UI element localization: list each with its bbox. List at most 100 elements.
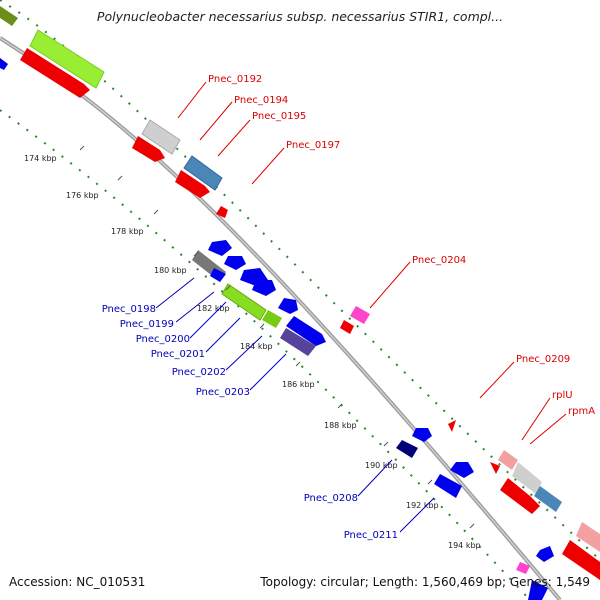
- gene-label-pnec-0200[interactable]: Pnec_0200: [136, 334, 190, 345]
- forward-gene: [562, 540, 600, 580]
- callout-line: [189, 301, 227, 339]
- reverse-gene: [278, 298, 298, 314]
- gene-label-pnec-0195[interactable]: Pnec_0195: [252, 111, 306, 122]
- reverse-gene: [450, 462, 474, 478]
- forward-gene: [576, 522, 600, 552]
- scale-label-194: 194 kbp: [448, 541, 481, 550]
- gene-label-pnec-0201[interactable]: Pnec_0201: [151, 349, 205, 360]
- forward-gene: [512, 462, 542, 494]
- reverse-gene-group: [0, 58, 554, 600]
- gene-label-pnec-0199[interactable]: Pnec_0199: [120, 319, 174, 330]
- reverse-gene: [224, 256, 246, 270]
- gene-label-pnec-0202[interactable]: Pnec_0202: [172, 367, 226, 378]
- callout-line: [199, 101, 233, 141]
- forward-gene: [500, 478, 540, 514]
- forward-callout-group: [177, 81, 567, 445]
- reverse-gene: [262, 310, 282, 328]
- forward-gene: [534, 486, 562, 512]
- forward-gene-group: [0, 6, 600, 580]
- reverse-gene: [516, 562, 530, 574]
- scale-tick: [337, 403, 343, 409]
- scale-label-184: 184 kbp: [240, 342, 273, 351]
- forward-gene: [141, 119, 181, 155]
- scale-tick-group: [79, 145, 475, 529]
- scale-label-186: 186 kbp: [282, 380, 315, 389]
- scale-label-190: 190 kbp: [365, 461, 398, 470]
- scale-tick: [383, 441, 389, 447]
- inner-dotted-track: [0, 109, 531, 600]
- genome-summary: Topology: circular; Length: 1,560,469 bp…: [260, 575, 590, 589]
- callout-line: [479, 361, 515, 399]
- scale-label-174: 174 kbp: [24, 154, 57, 163]
- gene-label-pnec-0208[interactable]: Pnec_0208: [304, 493, 358, 504]
- forward-gene: [0, 6, 18, 26]
- gene-label-rplu[interactable]: rplU: [552, 390, 573, 401]
- forward-gene: [183, 155, 223, 191]
- scale-label-192: 192 kbp: [406, 501, 439, 510]
- scale-tick: [153, 209, 159, 215]
- scale-label-180: 180 kbp: [154, 266, 187, 275]
- callout-line: [251, 147, 285, 185]
- reverse-gene: [210, 268, 226, 282]
- callout-line: [175, 291, 215, 323]
- forward-gene: [490, 462, 500, 474]
- gene-label-rpma[interactable]: rpmA: [568, 406, 595, 417]
- scale-tick: [193, 251, 199, 257]
- gene-label-pnec-0194[interactable]: Pnec_0194: [234, 95, 288, 106]
- callout-line: [205, 317, 241, 353]
- forward-gene: [132, 136, 165, 162]
- scale-tick: [79, 145, 85, 151]
- gene-label-pnec-0211[interactable]: Pnec_0211: [344, 530, 398, 541]
- callout-line: [369, 261, 411, 309]
- forward-gene: [498, 450, 518, 470]
- callout-line: [155, 277, 195, 309]
- forward-gene: [29, 29, 105, 89]
- forward-label-group: Pnec_0192 Pnec_0194 Pnec_0195 Pnec_0197 …: [208, 74, 595, 417]
- scale-label-176: 176 kbp: [66, 191, 99, 200]
- reverse-gene: [280, 328, 316, 356]
- scale-label-178: 178 kbp: [111, 227, 144, 236]
- reverse-callout-group: [155, 277, 435, 533]
- map-title: Polynucleobacter necessarius subsp. nece…: [96, 9, 504, 24]
- scale-tick: [469, 523, 475, 529]
- reverse-gene: [396, 440, 418, 458]
- reverse-gene: [412, 428, 432, 442]
- reverse-gene: [252, 280, 276, 296]
- scale-tick: [259, 323, 265, 329]
- reverse-gene: [286, 316, 326, 346]
- reverse-gene: [528, 580, 548, 600]
- reverse-gene: [434, 474, 462, 498]
- gene-label-pnec-0204[interactable]: Pnec_0204: [412, 255, 466, 266]
- callout-line: [529, 413, 567, 445]
- callout-line: [177, 81, 207, 119]
- forward-gene: [175, 170, 210, 198]
- scale-tick: [295, 361, 301, 367]
- callout-line: [249, 353, 287, 391]
- callout-line: [521, 397, 551, 441]
- scale-tick: [427, 479, 433, 485]
- accession-label: Accession: NC_010531: [9, 575, 146, 589]
- reverse-gene: [221, 283, 267, 321]
- callout-line: [225, 335, 263, 371]
- forward-gene: [216, 206, 228, 218]
- scale-label-group: 174 kbp 176 kbp 178 kbp 180 kbp 182 kbp …: [24, 154, 481, 550]
- gene-label-pnec-0192[interactable]: Pnec_0192: [208, 74, 262, 85]
- reverse-gene: [0, 58, 8, 70]
- gene-label-pnec-0209[interactable]: Pnec_0209: [516, 354, 570, 365]
- reverse-gene: [536, 546, 554, 562]
- scale-tick: [225, 285, 231, 291]
- scale-tick: [117, 175, 123, 181]
- reverse-gene: [208, 240, 232, 256]
- callout-line: [399, 497, 435, 533]
- gene-label-pnec-0197[interactable]: Pnec_0197: [286, 140, 340, 151]
- forward-gene: [20, 48, 90, 98]
- callout-line: [217, 119, 251, 157]
- forward-gene: [340, 320, 354, 334]
- callout-line: [357, 459, 393, 497]
- gene-label-pnec-0198[interactable]: Pnec_0198: [102, 304, 156, 315]
- forward-gene: [350, 306, 370, 324]
- scale-label-182: 182 kbp: [197, 304, 230, 313]
- gene-label-pnec-0203[interactable]: Pnec_0203: [196, 387, 250, 398]
- reverse-label-group: Pnec_0198 Pnec_0199 Pnec_0200 Pnec_0201 …: [102, 304, 398, 541]
